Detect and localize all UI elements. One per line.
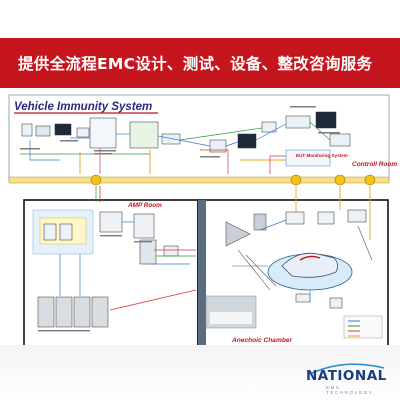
control-room-section: Vehicle Immunity System	[8, 94, 397, 182]
control-equipment	[21, 111, 351, 153]
bulkhead-panel	[8, 174, 390, 186]
amp-room-section: AMP Room	[23, 186, 199, 345]
national-logo: NATIONAL EMC TECHNOLOGY	[306, 363, 387, 398]
amp-room-label: AMP Room	[127, 202, 162, 209]
headline-banner: 提供全流程EMC设计、测试、设备、整改咨询服务	[0, 38, 400, 88]
anechoic-chamber-label: Anechoic Chamber	[231, 337, 293, 344]
eut-monitoring-label: EUT Monitoring System	[296, 153, 348, 158]
control-room-label: Controll Room	[352, 161, 397, 168]
logo-swoosh-icon	[309, 363, 385, 375]
logo-tagline: EMC TECHNOLOGY	[326, 385, 374, 395]
vehicle-under-test	[281, 252, 338, 278]
vehicle-immunity-diagram: Vehicle Immunity System	[8, 94, 397, 345]
logo-name: NATIONAL	[306, 368, 387, 384]
anechoic-chamber-section: Anechoic Chamber	[197, 186, 389, 345]
banner-title: 提供全流程EMC设计、测试、设备、整改咨询服务	[18, 55, 373, 73]
test-antennas	[225, 213, 373, 291]
line-legend	[343, 315, 383, 339]
footer-band	[0, 345, 400, 400]
diagram-title: Vehicle Immunity System	[14, 101, 152, 113]
